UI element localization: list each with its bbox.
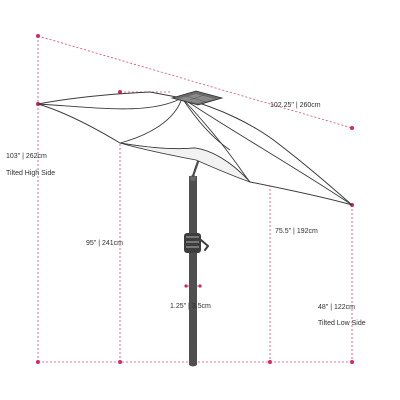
overall-height-label: 95" | 241cm bbox=[86, 240, 123, 247]
tilted-low-side-label: 48" | 122cm bbox=[318, 304, 355, 311]
rib-1 bbox=[37, 97, 183, 110]
rib-5 bbox=[181, 97, 251, 183]
rib-2 bbox=[119, 97, 183, 144]
umbrella bbox=[37, 90, 353, 367]
canopy-width-label: 102.25" | 260cm bbox=[270, 102, 321, 109]
rib-4 bbox=[181, 97, 353, 206]
rib-3 bbox=[181, 97, 231, 151]
pole-diameter-right-dot bbox=[198, 284, 202, 288]
pole bbox=[189, 176, 197, 367]
canopy-width-end-dot bbox=[350, 126, 354, 130]
canopy-underside bbox=[119, 142, 251, 183]
tilted-low-side-caption: Tilted Low Side bbox=[318, 320, 366, 327]
pole-diameter-left-dot bbox=[184, 284, 188, 288]
tilted-high-side-caption: Tilted High Side bbox=[6, 170, 56, 177]
tilt-joint bbox=[190, 175, 196, 181]
overall-height-top-dot bbox=[118, 90, 122, 94]
solar-panel-icon bbox=[170, 90, 224, 106]
crank-handle-icon bbox=[184, 233, 210, 253]
pole-diameter-label: 1.25" | 3.5cm bbox=[170, 303, 211, 310]
under-canopy-label: 75.5" | 192cm bbox=[275, 228, 318, 235]
tilted-high-side-label: 103" | 262cm bbox=[6, 153, 47, 160]
canopy-width-line bbox=[37, 35, 353, 129]
